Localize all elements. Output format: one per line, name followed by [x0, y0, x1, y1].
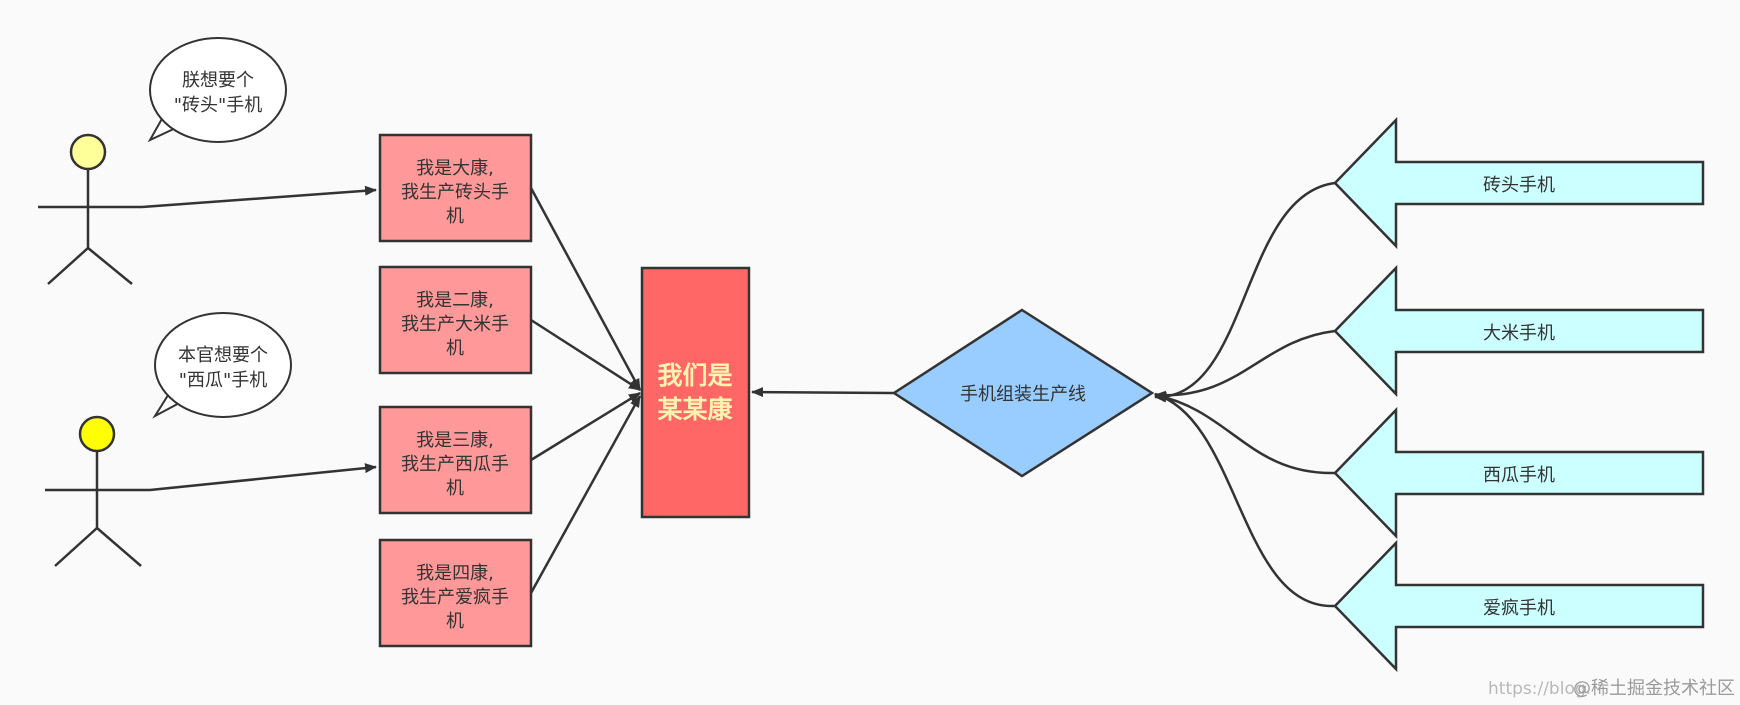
bubble-body — [149, 37, 287, 143]
actor-leg-left — [54, 527, 98, 567]
arrow-sikang-to-central — [529, 395, 642, 594]
factory-text-line3: 机 — [446, 206, 464, 227]
factory-text-line2: 我生产爱疯手 — [401, 587, 509, 608]
bubble-body — [154, 312, 292, 418]
bubble-text-line1: 本官想要个 — [178, 345, 268, 366]
actor-head — [69, 133, 107, 171]
block-arrow — [1333, 264, 1705, 398]
curve-melon-to-assembly — [1154, 392, 1336, 475]
factory-text-line2: 我生产大米手 — [401, 314, 509, 335]
bubble-text-line2: "砖头"手机 — [174, 95, 263, 116]
central-text-line2: 某某康 — [657, 395, 733, 424]
arrow-erkang-to-central — [530, 318, 641, 392]
central-box — [640, 266, 751, 519]
input-brick-phone: 砖头手机 — [1333, 116, 1705, 250]
factory-text-line2: 我生产西瓜手 — [401, 454, 509, 475]
arrow-official-to-sankang — [149, 463, 377, 492]
actor-emperor — [38, 133, 142, 285]
bubble-text-line1: 朕想要个 — [182, 70, 254, 91]
watermark-url: https://blog. — [1488, 679, 1591, 699]
input-label: 砖头手机 — [1483, 175, 1555, 196]
block-arrow — [1333, 116, 1705, 250]
factory-box — [378, 133, 533, 243]
factory-text-line1: 我是大康, — [416, 158, 494, 179]
factory-box — [378, 405, 533, 515]
factory-text-line2: 我生产砖头手 — [401, 182, 509, 203]
input-label: 大米手机 — [1483, 323, 1555, 344]
speech-bubble-emperor: 朕想要个 "砖头"手机 — [147, 37, 287, 143]
bubble-tail-join — [171, 391, 188, 401]
arrow-emperor-to-dakang — [141, 185, 377, 209]
factory-erkang: 我是二康, 我生产大米手 机 — [378, 265, 533, 375]
input-rice-phone: 大米手机 — [1333, 264, 1705, 398]
input-label: 爱疯手机 — [1483, 598, 1555, 619]
bubble-tail-join — [164, 116, 183, 127]
speech-bubble-official: 本官想要个 "西瓜"手机 — [152, 312, 292, 419]
input-melon-phone: 西瓜手机 — [1333, 406, 1705, 540]
actor-official — [45, 415, 150, 567]
curve-rice-to-assembly — [1154, 329, 1336, 401]
factory-text-line3: 机 — [446, 478, 464, 499]
factory-text-line1: 我是二康, — [416, 290, 494, 311]
arrow-dakang-to-central — [529, 187, 642, 391]
factory-text-line1: 我是三康, — [416, 430, 494, 451]
bubble-text-line2: "西瓜"手机 — [179, 370, 268, 391]
factory-dakang: 我是大康, 我生产砖头手 机 — [378, 133, 533, 243]
actor-leg-right — [96, 527, 142, 567]
factory-sikang: 我是四康, 我生产爱疯手 机 — [378, 538, 533, 648]
factory-sankang: 我是三康, 我生产西瓜手 机 — [378, 405, 533, 515]
actor-leg-left — [47, 247, 89, 285]
assembly-line: 手机组装生产线 — [891, 308, 1155, 478]
factory-text-line3: 机 — [446, 611, 464, 632]
block-arrow — [1333, 539, 1705, 673]
input-label: 西瓜手机 — [1483, 465, 1555, 486]
watermark-brand: @稀土掘金技术社区 — [1573, 678, 1735, 699]
arrow-sankang-to-central — [530, 391, 641, 462]
arrow-assembly-to-central — [751, 387, 895, 398]
factory-text-line1: 我是四康, — [416, 563, 494, 584]
actor-leg-right — [87, 247, 133, 285]
curve-ifeng-to-assembly — [1154, 392, 1336, 608]
actor-head — [78, 415, 116, 453]
assembly-diamond — [891, 308, 1155, 478]
central-company: 我们是 某某康 — [640, 266, 751, 519]
central-text-line1: 我们是 — [657, 361, 732, 390]
factory-text-line3: 机 — [446, 338, 464, 359]
block-arrow — [1333, 406, 1705, 540]
factory-box — [378, 265, 533, 375]
input-ifeng-phone: 爱疯手机 — [1333, 539, 1705, 673]
curve-brick-to-assembly — [1154, 181, 1336, 403]
assembly-label: 手机组装生产线 — [960, 384, 1086, 405]
